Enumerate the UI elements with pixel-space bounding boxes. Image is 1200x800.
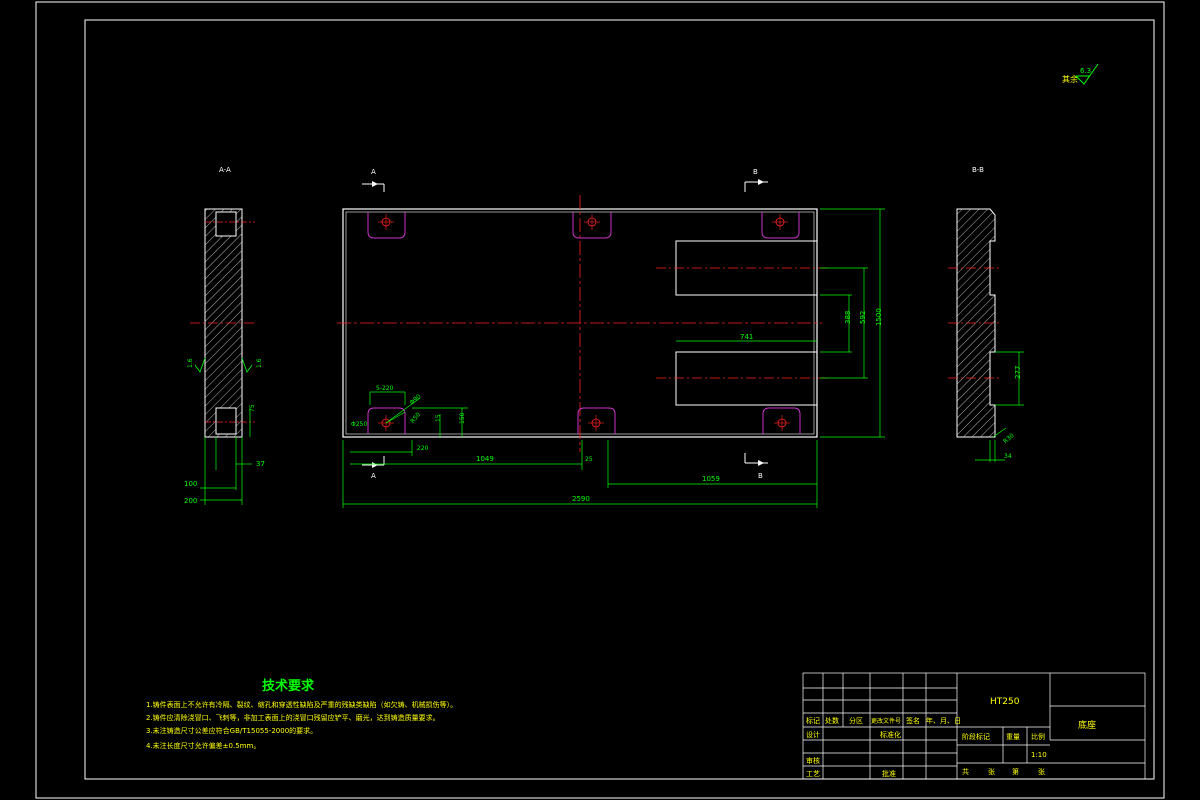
note-item-2: 2.铸件应清除浇冒口、飞刺等，非加工表面上的浇冒口残留应铲平、磨光，达到铸造质量… [146, 713, 440, 722]
dim-1059: 1059 [702, 475, 720, 483]
tb-sheet-label-2: 张 [1038, 767, 1045, 776]
dim-15: 15 [435, 414, 442, 422]
surface-finish-value: 6.3 [1080, 67, 1091, 75]
tb-hdr-sign: 签名 [906, 716, 920, 725]
tb-approve: 批准 [882, 769, 896, 778]
left-top-slot [215, 211, 237, 237]
mount-pocket-top-left [367, 212, 406, 239]
right-dim-277: 277 [1014, 366, 1022, 379]
mount-pocket-top-mid [572, 212, 612, 239]
title-block [802, 672, 1146, 780]
note-item-3: 3.未注铸造尺寸公差应符合GB/T15055-2000的要求。 [146, 726, 317, 735]
dim-1500: 1500 [875, 308, 883, 326]
note-item-4: 4.未注长度尺寸允许偏差±0.5mm。 [146, 741, 260, 750]
left-dim-100: 100 [184, 480, 197, 488]
tb-material: HT250 [990, 697, 1020, 707]
right-dim-34: 34 [1004, 453, 1012, 460]
surface-finish-label: 其余 [1062, 74, 1078, 84]
tb-process: 工艺 [806, 770, 820, 778]
surface-finish-symbol: 其余 6.3 [1062, 63, 1099, 85]
dim-hole-count: 5-220 [376, 385, 394, 392]
tb-standardize: 标准化 [880, 730, 901, 739]
cut-b-top-label: B [753, 168, 758, 176]
right-view-label: B-B [972, 166, 984, 174]
mount-pocket-bottom-mid [577, 407, 616, 434]
mount-pocket-bottom-left [367, 407, 406, 434]
note-item-1: 1.铸件表面上不允许有冷隔、裂纹、缩孔和穿透性缺陷及严重的残缺类缺陷（如欠铸、机… [146, 700, 457, 709]
tb-check: 审核 [806, 756, 820, 765]
tb-hdr-zone: 分区 [849, 716, 863, 725]
left-section-view: A-A 1.6 1.6 100 200 37 75 [184, 166, 265, 505]
dim-220: 220 [417, 445, 429, 452]
cut-a-bottom-label: A [371, 472, 376, 480]
left-dim-37: 37 [256, 460, 265, 468]
dim-overall-length: 2590 [572, 495, 590, 503]
tb-hdr-mark: 标记 [806, 716, 820, 725]
dim-dia-250: Φ250 [351, 421, 367, 428]
tb-stage-mark: 阶段标记 [962, 732, 990, 741]
lower-groove [675, 351, 817, 406]
right-dim-r30: R30 [1002, 432, 1016, 445]
tb-design: 设计 [806, 730, 820, 739]
inner-border [84, 19, 1155, 780]
tb-scale-value: 1:10 [1031, 751, 1047, 759]
mount-pocket-bottom-right [762, 407, 801, 434]
dim-150: 150 [459, 412, 466, 424]
tb-part-name: 底座 [1078, 719, 1096, 731]
outer-border [35, 1, 1165, 799]
dim-592: 592 [859, 311, 867, 324]
dim-1049: 1049 [476, 455, 494, 463]
tb-scale: 比例 [1031, 732, 1045, 741]
right-section-view: B-B 277 34 R30 [948, 166, 1024, 462]
tb-hdr-count: 处数 [825, 716, 839, 725]
cut-b-bottom-label: B [758, 472, 763, 480]
mount-pocket-top-right [761, 212, 800, 239]
left-dim-200: 200 [184, 497, 197, 505]
left-bottom-slot [215, 407, 237, 435]
dim-741: 741 [740, 333, 753, 341]
notes-title: 技术要求 [262, 678, 315, 694]
left-dim-75: 75 [249, 404, 256, 412]
tb-sheet-no: 第 [1012, 767, 1019, 776]
left-rough-2: 1.6 [256, 358, 263, 368]
title-block-text: HT250 底座 标记 处数 分区 更改文件号 签名 年、月、日 设计 标准化 … [806, 697, 1096, 778]
dim-dia-90: Φ90 [409, 393, 423, 406]
left-rough-1: 1.6 [187, 358, 194, 368]
left-view-label: A-A [219, 166, 231, 174]
tb-hdr-doc: 更改文件号 [871, 717, 901, 725]
main-view: A B A B [337, 168, 885, 508]
cut-a-top-label: A [371, 168, 376, 176]
dim-r50: R50 [409, 411, 422, 425]
tb-weight: 重量 [1006, 733, 1020, 741]
technical-notes: 技术要求 1.铸件表面上不允许有冷隔、裂纹、缩孔和穿透性缺陷及严重的残缺类缺陷（… [146, 678, 457, 750]
dim-25: 25 [585, 456, 593, 463]
tb-sheet-label: 张 [988, 767, 995, 776]
tb-sheet-total: 共 [962, 767, 969, 776]
tb-hdr-date: 年、月、日 [926, 716, 961, 725]
dim-388: 388 [844, 311, 852, 324]
main-dimensions [342, 208, 885, 508]
